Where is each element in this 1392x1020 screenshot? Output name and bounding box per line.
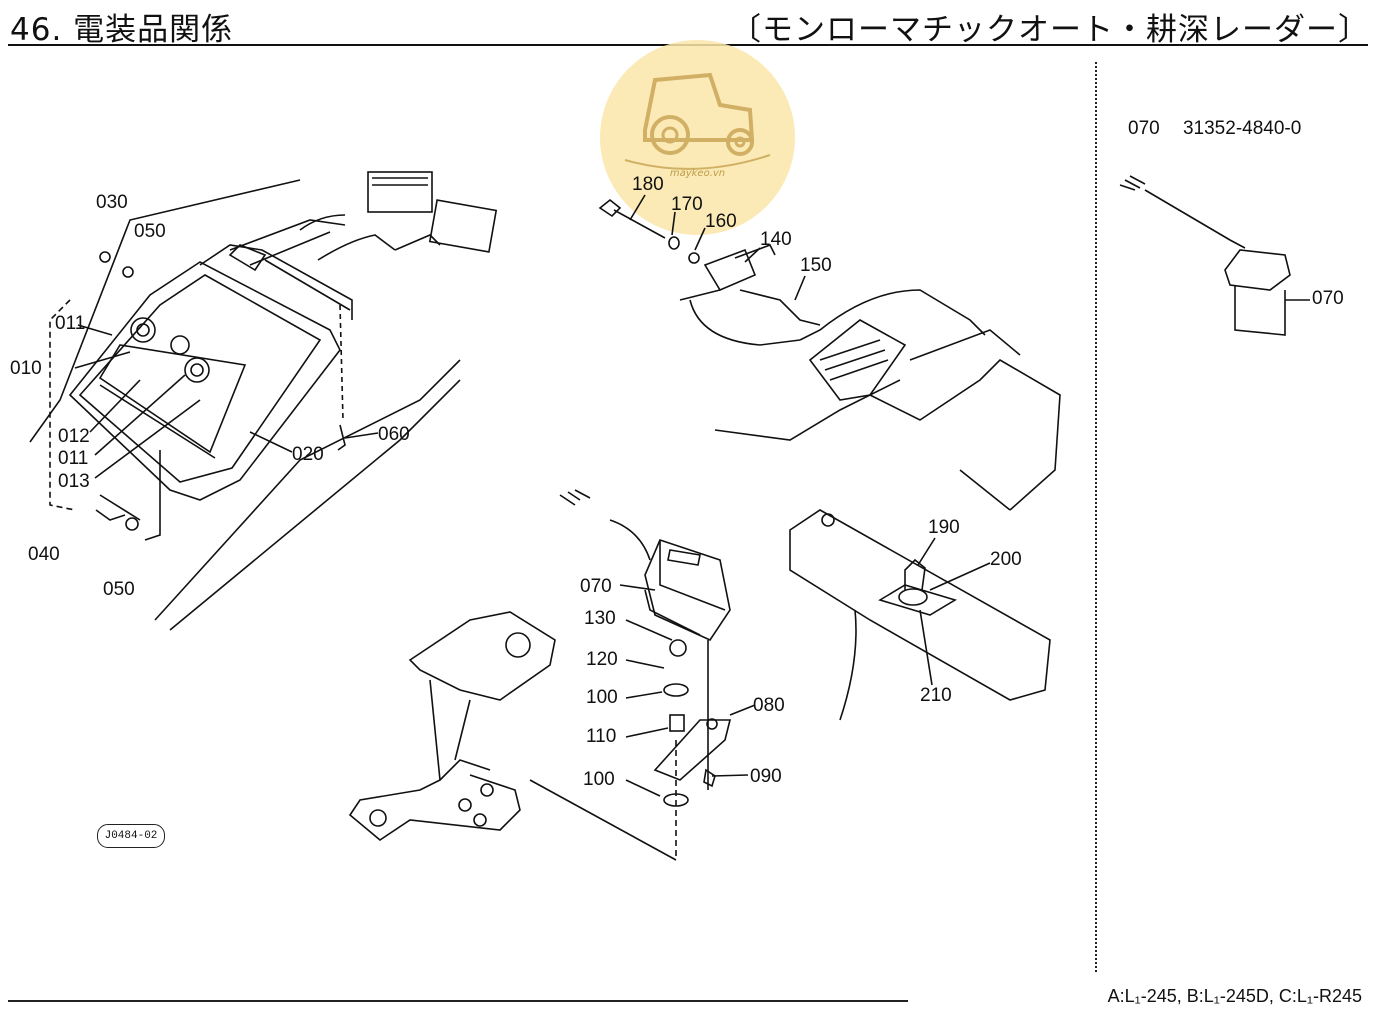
label-200: 200 [990, 549, 1022, 570]
label-070b: 070 [1312, 288, 1344, 309]
label-050a: 050 [134, 221, 166, 242]
controller-unit [68, 171, 498, 501]
reference-code: J0484-02 [97, 824, 165, 848]
watermark-logo: maykeo.vn [600, 40, 795, 235]
depth-sensor-assembly [598, 198, 1061, 511]
label-020: 020 [292, 444, 324, 465]
radar-unit [529, 489, 732, 861]
tractor-icon [624, 72, 771, 170]
label-160: 160 [705, 211, 737, 232]
label-050b: 050 [103, 579, 135, 600]
label-011a: 011 [55, 313, 86, 334]
side-radar-unit [1119, 175, 1310, 336]
label-090: 090 [750, 766, 782, 787]
label-010: 010 [10, 358, 42, 379]
label-060: 060 [378, 424, 410, 445]
label-210: 210 [920, 685, 952, 706]
model-list: A:L₁-245, B:L₁-245D, C:L₁-R245 [1107, 986, 1362, 1006]
label-040: 040 [28, 544, 60, 565]
label-030: 030 [96, 192, 128, 213]
label-190: 190 [928, 517, 960, 538]
label-100a: 100 [586, 687, 618, 708]
label-100b: 100 [583, 769, 615, 790]
label-070a: 070 [580, 576, 612, 597]
model-title: 〔モンローマチックオート・耕深レーダー〕 [730, 12, 1370, 48]
label-080: 080 [753, 695, 785, 716]
section-title: 46. 電装品関係 [10, 12, 234, 48]
label-012: 012 [58, 426, 90, 447]
logo-text: maykeo.vn [669, 168, 726, 179]
label-120: 120 [586, 649, 618, 670]
label-130: 130 [584, 608, 616, 629]
section-divider [1095, 62, 1097, 972]
label-150: 150 [800, 255, 832, 276]
label-170: 170 [671, 194, 703, 215]
label-013: 013 [58, 471, 90, 492]
mounting-bracket [348, 611, 556, 841]
footer-rule [8, 1000, 908, 1002]
switch-mount [789, 509, 1051, 721]
label-140: 140 [760, 229, 792, 250]
label-180: 180 [632, 174, 664, 195]
label-011b: 011 [58, 448, 89, 469]
side-part-code: 070 31352-4840-0 [1128, 118, 1302, 139]
label-110: 110 [586, 726, 617, 747]
